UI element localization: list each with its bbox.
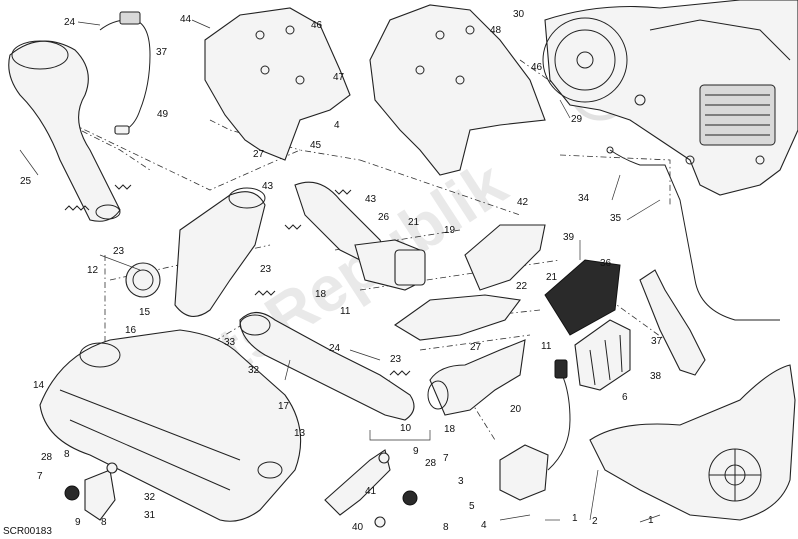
callout: 9 [413,446,419,457]
callout: 2 [592,516,598,527]
callout: 18 [315,289,327,300]
callout: 30 [513,9,525,20]
callout: 48 [490,25,502,36]
callout: 32 [248,365,260,376]
cover-39 [544,259,621,336]
callout: 36 [600,258,612,269]
heat-shield-middle [393,224,546,341]
callout: 24 [64,17,76,28]
callout: 11 [340,306,351,317]
callout: 32 [144,492,156,503]
silencer [39,329,302,522]
header-pipe [8,40,121,222]
callout: 1 [648,515,654,526]
callout: 38 [650,371,662,382]
callout: 28 [41,452,53,463]
callout: 43 [365,194,377,205]
callout: 34 [578,193,590,204]
callout: 11 [541,341,552,352]
flange-gasket [125,262,161,298]
callout: 49 [157,109,169,120]
callout: 37 [156,47,168,58]
callout: 37 [651,336,663,347]
cable-35 [606,146,780,321]
callout: 19 [444,225,456,236]
callout: 24 [329,343,341,354]
rear-bracket [639,269,706,376]
drawing-code: SCR00183 [3,526,52,537]
callout: 10 [400,423,412,434]
callout: 47 [333,72,345,83]
y-pipe [174,181,426,317]
callout: 42 [517,197,529,208]
callout: 21 [408,217,420,228]
callout: 22 [516,281,528,292]
cover-6 [574,319,631,391]
heat-shield-right [369,4,546,176]
callout: 13 [294,428,306,439]
valve-actuator [499,359,571,501]
swingarm-mount [589,364,796,521]
callout: 39 [563,232,575,243]
callout: 8 [443,522,449,533]
callout: 27 [470,342,482,353]
callout: 45 [310,140,322,151]
lower-bracket-left [64,462,118,521]
callout: 33 [224,337,236,348]
leader-lines [19,19,661,523]
callout: 20 [510,404,522,415]
callout: 12 [87,265,99,276]
callout: 17 [278,401,290,412]
callout: 41 [365,486,377,497]
callout: 40 [352,522,364,533]
lambda-sensor-top [99,11,151,135]
callout: 3 [458,476,464,487]
callout: 21 [546,272,558,283]
callout-labels: 24 44 46 37 47 49 27 30 48 46 4 45 29 25… [20,9,663,533]
callout: 14 [33,380,45,391]
callout: 44 [180,14,192,25]
callout: 28 [425,458,437,469]
callout: 4 [481,520,487,531]
callout: 23 [260,264,272,275]
callout: 16 [125,325,137,336]
callout: 1 [572,513,578,524]
springs [64,184,411,376]
callout: 5 [469,501,475,512]
callout: 18 [444,424,456,435]
callout: 35 [610,213,622,224]
callout: 15 [139,307,151,318]
callout: 8 [101,517,107,528]
callout: 27 [253,149,265,160]
connecting-pipe [239,311,415,421]
callout: 7 [37,471,43,482]
callout: 43 [262,181,274,192]
callout: 4 [334,120,340,131]
callout: 23 [113,246,125,257]
callout: 31 [144,510,156,521]
callout: 7 [443,453,449,464]
callout: 26 [378,212,390,223]
exhaust-valve-body [427,339,526,416]
callout: 23 [390,354,402,365]
callout: 6 [622,392,628,403]
callout: 46 [531,62,543,73]
lower-bracket-right [324,449,418,528]
callout: 9 [75,517,81,528]
callout: 46 [311,20,323,31]
engine-block [542,0,798,196]
callout: 25 [20,176,32,187]
callout: 29 [571,114,583,125]
callout: 8 [64,449,70,460]
heat-shield-left [204,7,351,161]
